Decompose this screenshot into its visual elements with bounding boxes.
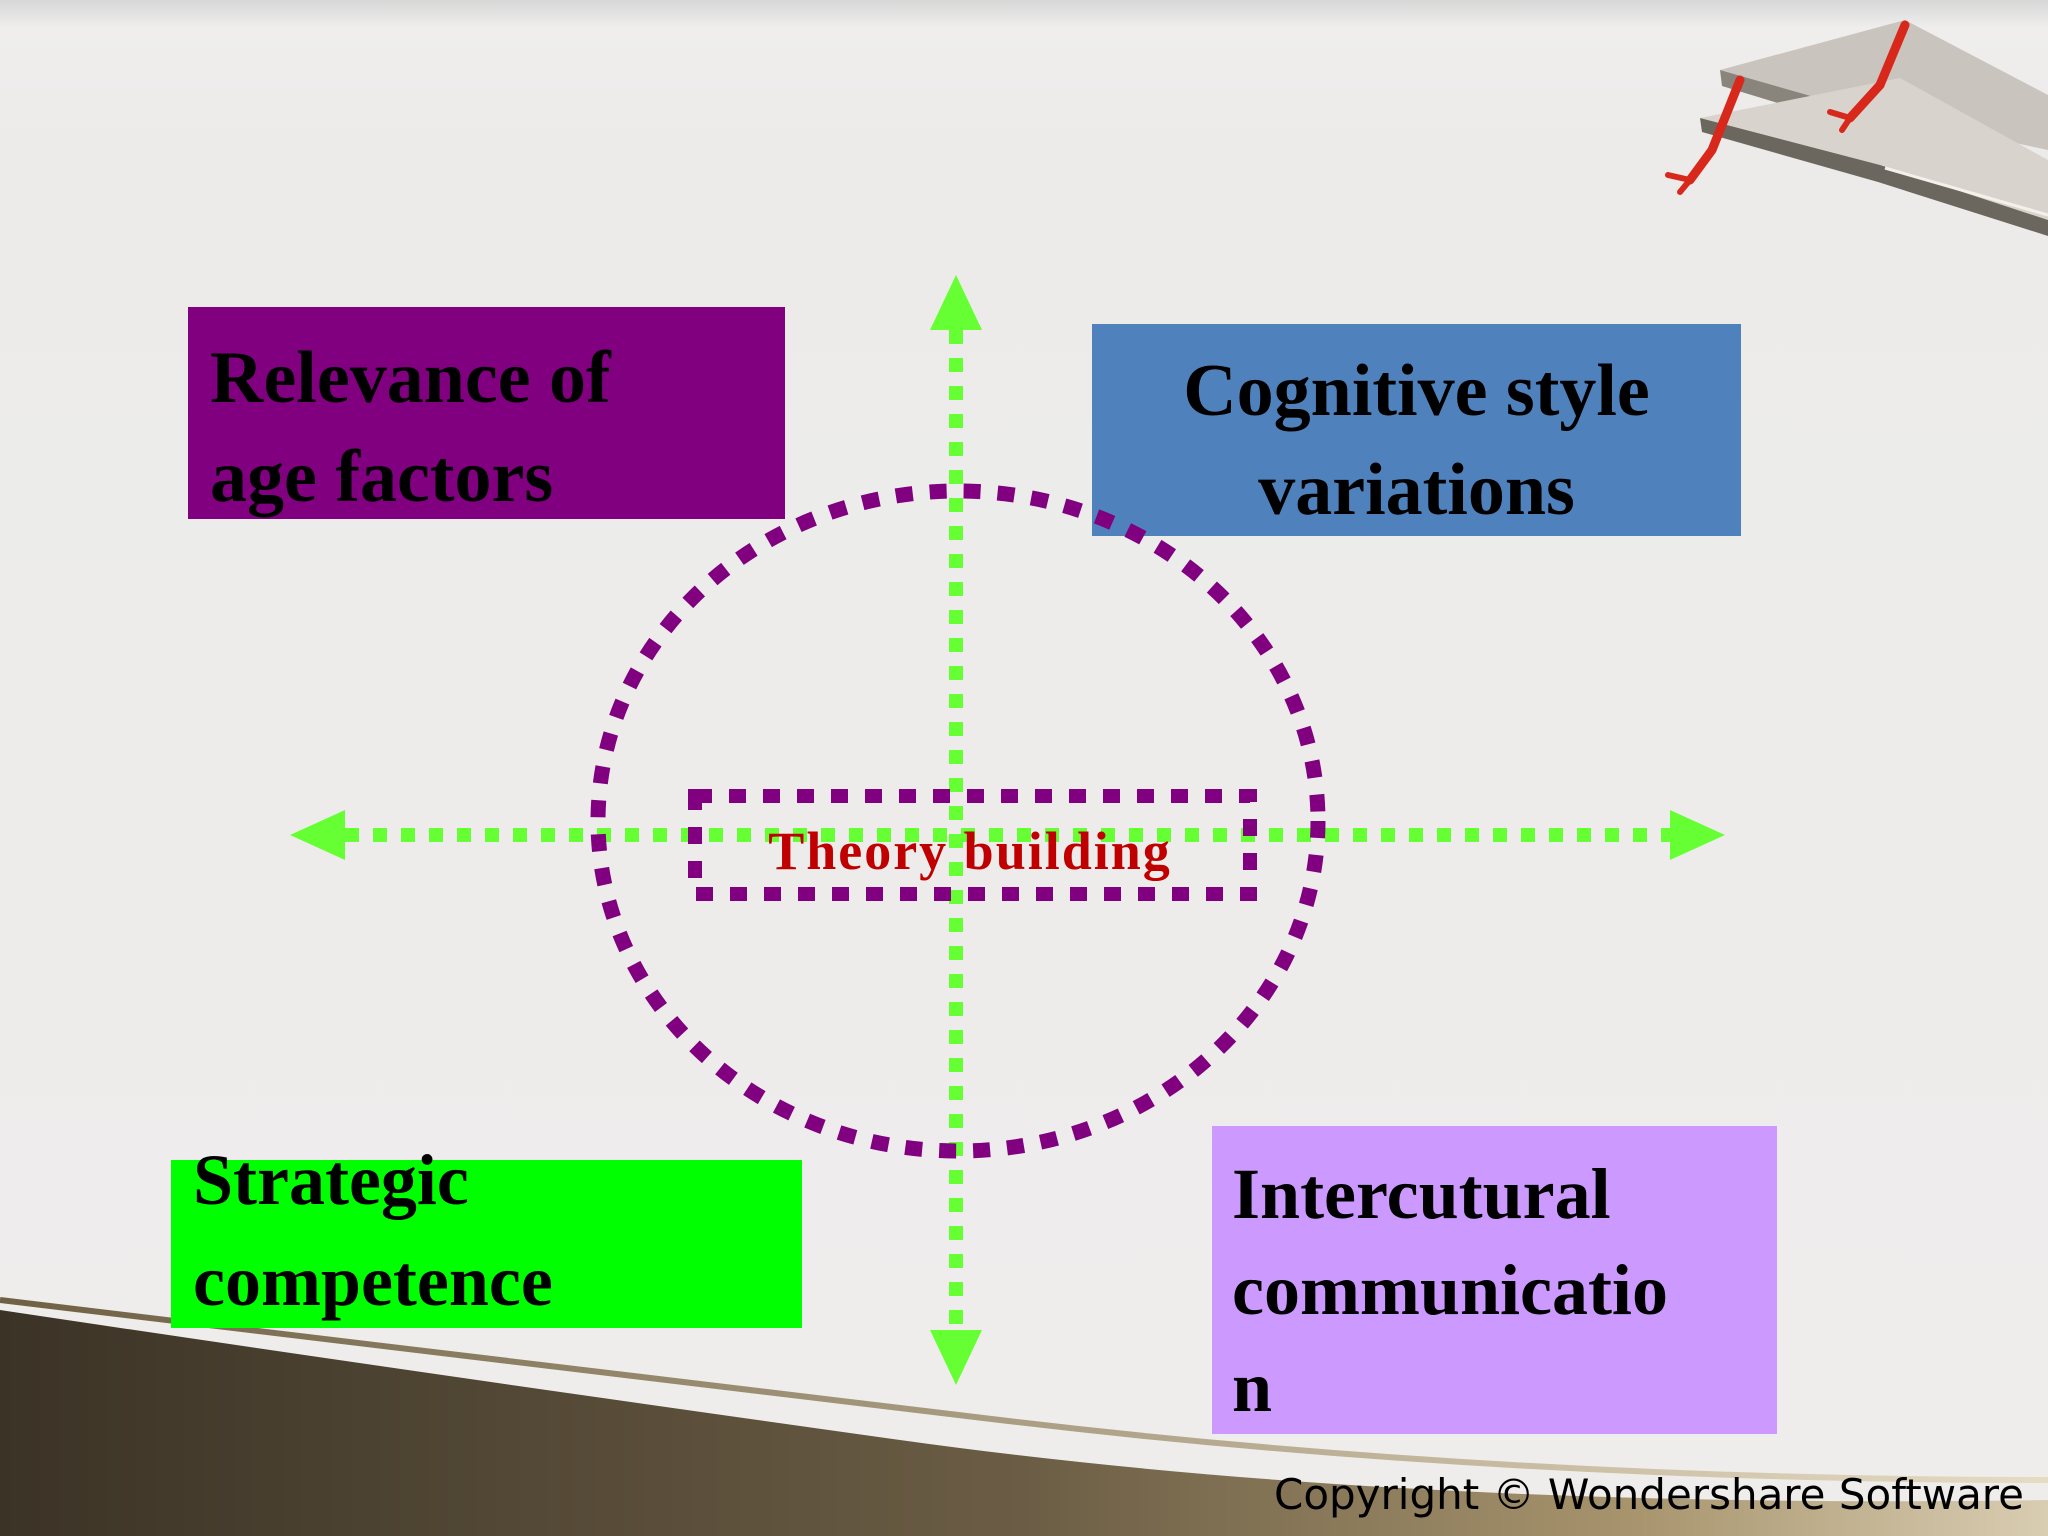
vertical-arrow — [930, 275, 982, 1385]
strategic-competence-line2: competence — [193, 1240, 553, 1321]
intercultural-line3: n — [1232, 1346, 1273, 1427]
strategic-competence-line1: Strategic — [193, 1140, 469, 1220]
age-factors-box: Relevance of age factors — [188, 307, 785, 519]
bottom-swoosh — [0, 1297, 2048, 1536]
arrowhead-up — [930, 275, 982, 330]
strategic-competence-box: Strategic competence — [171, 1140, 802, 1328]
arrowhead-left — [290, 810, 345, 860]
theory-building-label: Theory building — [768, 821, 1172, 881]
age-factors-line2: age factors — [210, 436, 554, 519]
books-icon — [1665, 20, 2048, 236]
cognitive-style-line1: Cognitive style — [1183, 350, 1650, 432]
cognitive-style-line2: variations — [1258, 449, 1575, 532]
intercultural-line2: communicatio — [1232, 1250, 1668, 1331]
arrowhead-right — [1670, 810, 1725, 860]
intercultural-line1: Intercutural — [1232, 1154, 1611, 1234]
arrowhead-down — [930, 1330, 982, 1385]
horizontal-arrow — [290, 810, 1725, 860]
copyright-text: Copyright © Wondershare Software — [1274, 1470, 2024, 1519]
age-factors-line1: Relevance of — [210, 337, 611, 419]
theory-building-frame — [688, 789, 1257, 901]
dotted-circle — [590, 483, 1326, 1159]
cognitive-style-box: Cognitive style variations — [1092, 324, 1741, 536]
intercultural-communication-box: Intercutural communicatio n — [1212, 1126, 1777, 1434]
